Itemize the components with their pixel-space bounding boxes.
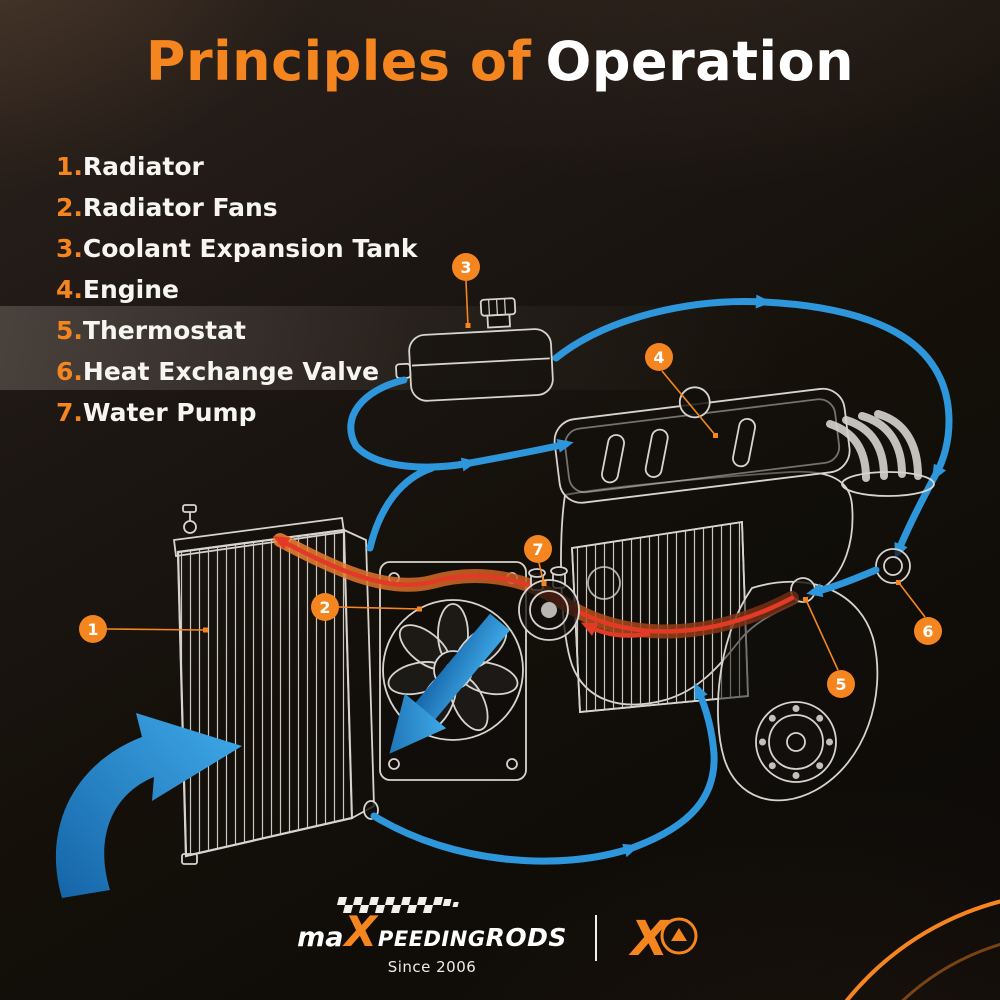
legend-num: 5. (56, 316, 83, 345)
badge-4-engine: 4 (645, 343, 718, 438)
legend-item-coolant-expansion-tank: 3.Coolant Expansion Tank (56, 228, 418, 269)
svg-text:4: 4 (653, 348, 664, 367)
brand-peeding: PEEDING (377, 927, 486, 951)
brand-ma: ma (297, 922, 344, 953)
legend-num: 6. (56, 357, 83, 386)
coolant-hoses-front (347, 376, 880, 865)
legend-list: 1.Radiator 2.Radiator Fans 3.Coolant Exp… (56, 146, 418, 433)
brand-x: X (344, 907, 377, 956)
legend-label: Radiator Fans (82, 193, 278, 222)
badge-1-radiator: 1 (79, 615, 208, 643)
airflow-through-fan-arrow (389, 613, 510, 754)
coolant-hose-top-loop (552, 294, 953, 560)
legend-label: Coolant Expansion Tank (82, 234, 418, 263)
page-title-rest: Operation (545, 30, 855, 93)
legend-item-engine: 4.Engine (56, 269, 418, 310)
badge-2-radiator-fans: 2 (311, 593, 422, 621)
legend-num: 3. (56, 234, 83, 263)
brand-emblem-icon: X (628, 911, 698, 967)
legend-label: Thermostat (82, 316, 246, 345)
legend-item-thermostat: 5.Thermostat (56, 310, 418, 351)
brand-rods: RODS (485, 923, 567, 952)
legend-label: Water Pump (82, 398, 257, 427)
legend-item-heat-exchange-valve: 6.Heat Exchange Valve (56, 351, 418, 392)
heat-exchange-valve-part (875, 548, 911, 584)
brand-emblem-mark (670, 927, 687, 941)
legend-item-radiator-fans: 2.Radiator Fans (56, 187, 418, 228)
svg-text:6: 6 (922, 622, 933, 641)
legend-item-radiator: 1.Radiator (56, 146, 418, 187)
badge-6-heat-exchange-valve: 6 (896, 580, 942, 645)
footer-divider (594, 914, 597, 961)
brand-tagline: Since 2006 (387, 958, 477, 976)
diagram-badges: 1 2 3 4 (79, 253, 942, 698)
hot-coolant-hose (272, 533, 799, 639)
radiator-illustration (172, 504, 379, 865)
badge-7-water-pump: 7 (524, 535, 552, 586)
legend-num: 4. (56, 275, 83, 304)
page-title-accent: Principles of (145, 30, 532, 93)
svg-text:1: 1 (87, 620, 98, 639)
legend-label: Engine (82, 275, 179, 304)
legend-label: Radiator (82, 152, 204, 181)
checkered-flag (337, 897, 459, 913)
svg-text:7: 7 (532, 540, 543, 559)
engine-illustration (553, 386, 935, 802)
intake-runners (826, 410, 922, 482)
brand-emblem: X (625, 909, 703, 967)
badge-5-thermostat: 5 (803, 597, 855, 698)
legend-label: Heat Exchange Valve (82, 357, 380, 386)
legend-item-water-pump: 7.Water Pump (56, 392, 418, 433)
water-pump-illustration (518, 566, 580, 641)
svg-text:2: 2 (319, 598, 330, 617)
badge-3-expansion-tank: 3 (452, 253, 480, 328)
legend-num: 1. (56, 152, 83, 181)
legend-num: 7. (56, 398, 83, 427)
flange-bolts (759, 705, 833, 779)
svg-text:5: 5 (835, 675, 846, 694)
expansion-tank-illustration (395, 297, 554, 402)
svg-text:3: 3 (460, 258, 471, 277)
legend-num: 2. (56, 193, 83, 222)
idler-pulley (587, 566, 621, 600)
airflow-arrow (55, 713, 243, 898)
